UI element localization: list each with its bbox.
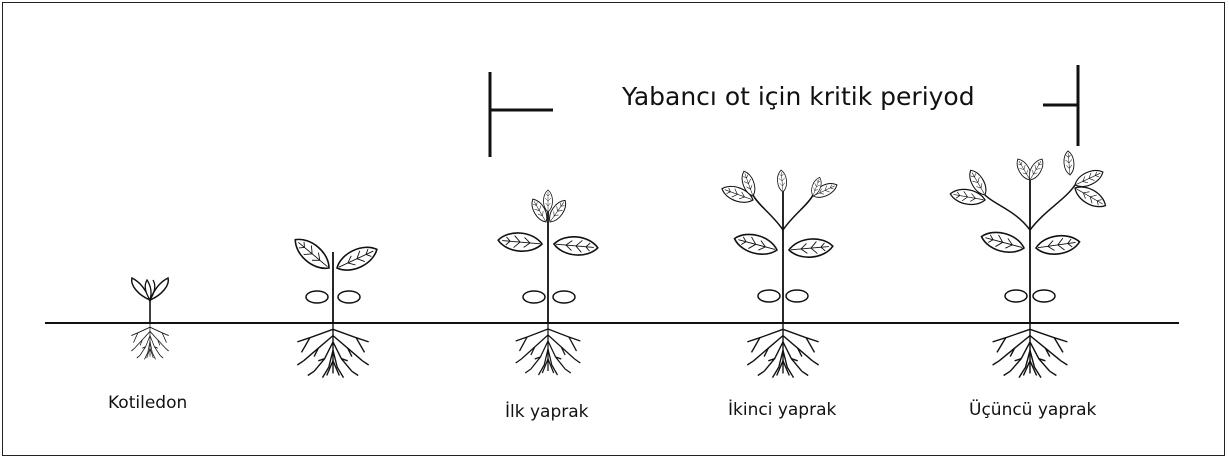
critical-period-title: Yabancı ot için kritik periyod xyxy=(622,82,975,111)
stage-label-third-leaf: Üçüncü yaprak xyxy=(969,400,1096,420)
plant-stage-4 xyxy=(720,169,840,377)
stage-label-second-leaf: İkinci yaprak xyxy=(728,400,836,420)
stage-label-first-leaf: İlk yaprak xyxy=(505,402,589,422)
plant-stage-3 xyxy=(497,190,598,375)
critical-period-end-bracket xyxy=(1043,65,1078,146)
plant-stage-2 xyxy=(290,233,381,378)
plant-stage-5 xyxy=(949,150,1109,377)
critical-period-start-bracket xyxy=(490,72,553,157)
plant-stage-1 xyxy=(131,278,168,359)
stage-label-cotyledon: Kotiledon xyxy=(108,393,187,413)
